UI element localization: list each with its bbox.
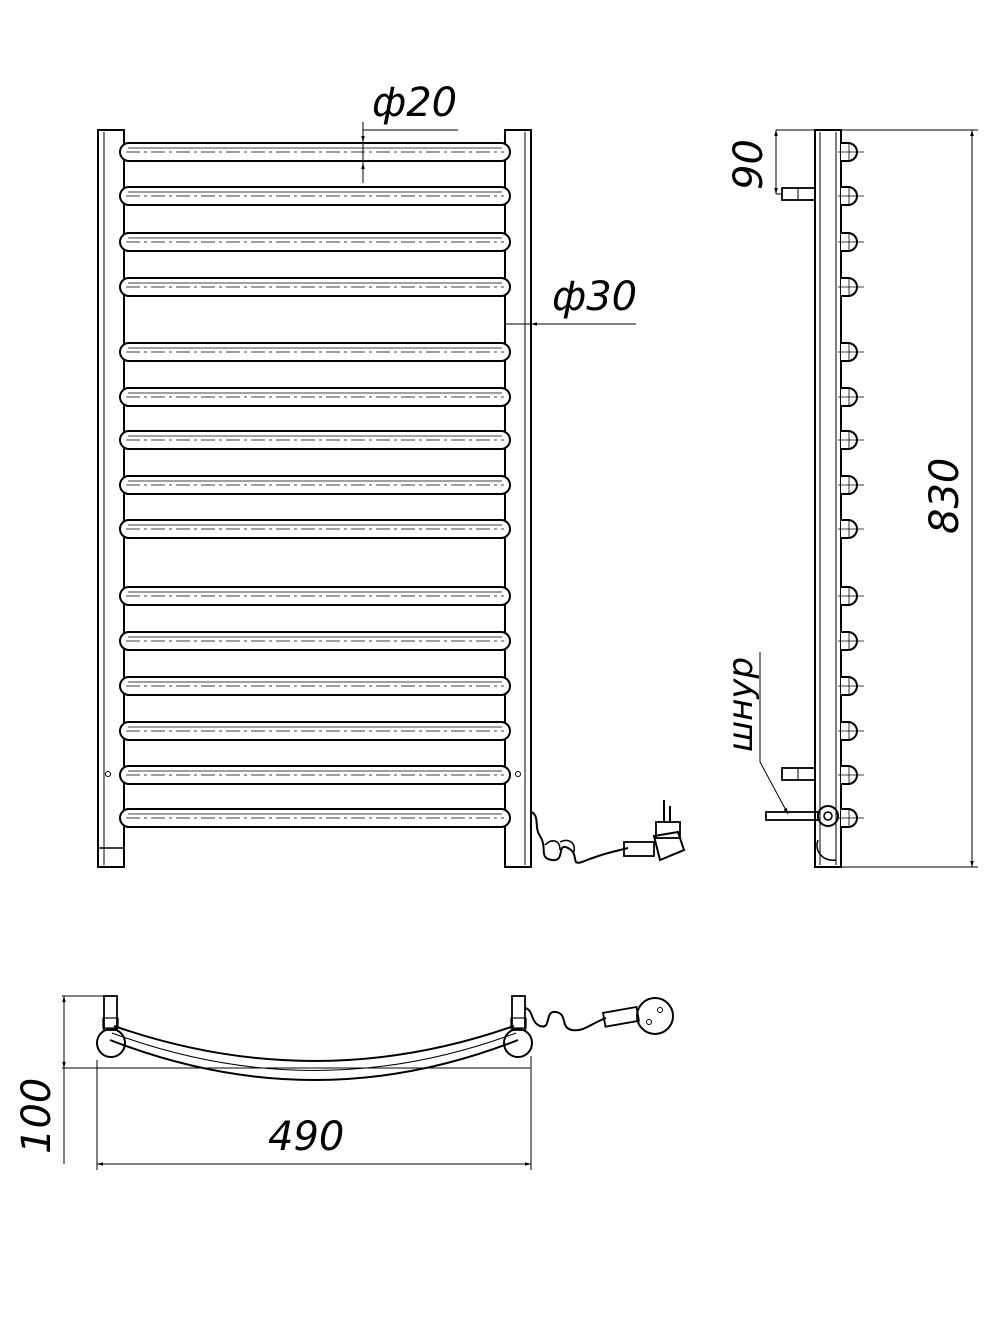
dim-depth: 100 bbox=[14, 1078, 60, 1154]
dim-post-diameter: ф30 bbox=[552, 274, 637, 320]
top-bar-inner bbox=[113, 1025, 515, 1062]
top-plug-pin bbox=[646, 1019, 652, 1025]
top-right-bracket-mount bbox=[510, 1017, 527, 1029]
top-bar-outer bbox=[109, 1039, 519, 1081]
top-right-post bbox=[503, 1028, 533, 1058]
cord-label: шнур bbox=[721, 657, 761, 752]
side-bars bbox=[838, 142, 864, 828]
side-cord-exit bbox=[765, 811, 819, 821]
front-cord-coil bbox=[544, 839, 576, 853]
side-heater-connector-core bbox=[823, 811, 833, 821]
dim-bar-diameter: ф20 bbox=[372, 80, 457, 126]
front-plug-body bbox=[652, 830, 686, 862]
top-view: 100 490 bbox=[14, 995, 674, 1170]
cord-leader-arrow bbox=[759, 761, 789, 815]
front-right-post bbox=[504, 129, 532, 868]
dim-bracket-offset: 90 bbox=[726, 139, 772, 190]
top-left-bracket bbox=[103, 995, 118, 1031]
front-left-post bbox=[97, 129, 125, 868]
top-plug-pin bbox=[657, 1007, 663, 1013]
front-right-screw bbox=[515, 771, 521, 777]
front-power-cord bbox=[530, 811, 629, 864]
front-left-screw bbox=[105, 771, 111, 777]
side-post bbox=[814, 129, 842, 868]
side-view: 90 830 шнур bbox=[721, 129, 978, 868]
front-plug-collar bbox=[623, 841, 655, 857]
top-plug-body bbox=[636, 997, 674, 1035]
front-plug-head bbox=[655, 821, 681, 839]
top-plug-collar bbox=[601, 1005, 640, 1028]
top-left-bracket-mount bbox=[102, 1017, 119, 1029]
top-right-bracket bbox=[511, 995, 526, 1031]
dim-width: 490 bbox=[268, 1114, 344, 1160]
side-heater-connector bbox=[817, 805, 839, 827]
top-left-post bbox=[96, 1028, 126, 1058]
front-view: ф20 ф30 bbox=[97, 80, 686, 868]
dim-total-height: 830 bbox=[922, 458, 968, 534]
side-cord-bend bbox=[816, 839, 837, 861]
top-power-cord bbox=[524, 1007, 607, 1032]
top-bar-mid bbox=[111, 1032, 517, 1071]
front-bars bbox=[119, 142, 511, 828]
